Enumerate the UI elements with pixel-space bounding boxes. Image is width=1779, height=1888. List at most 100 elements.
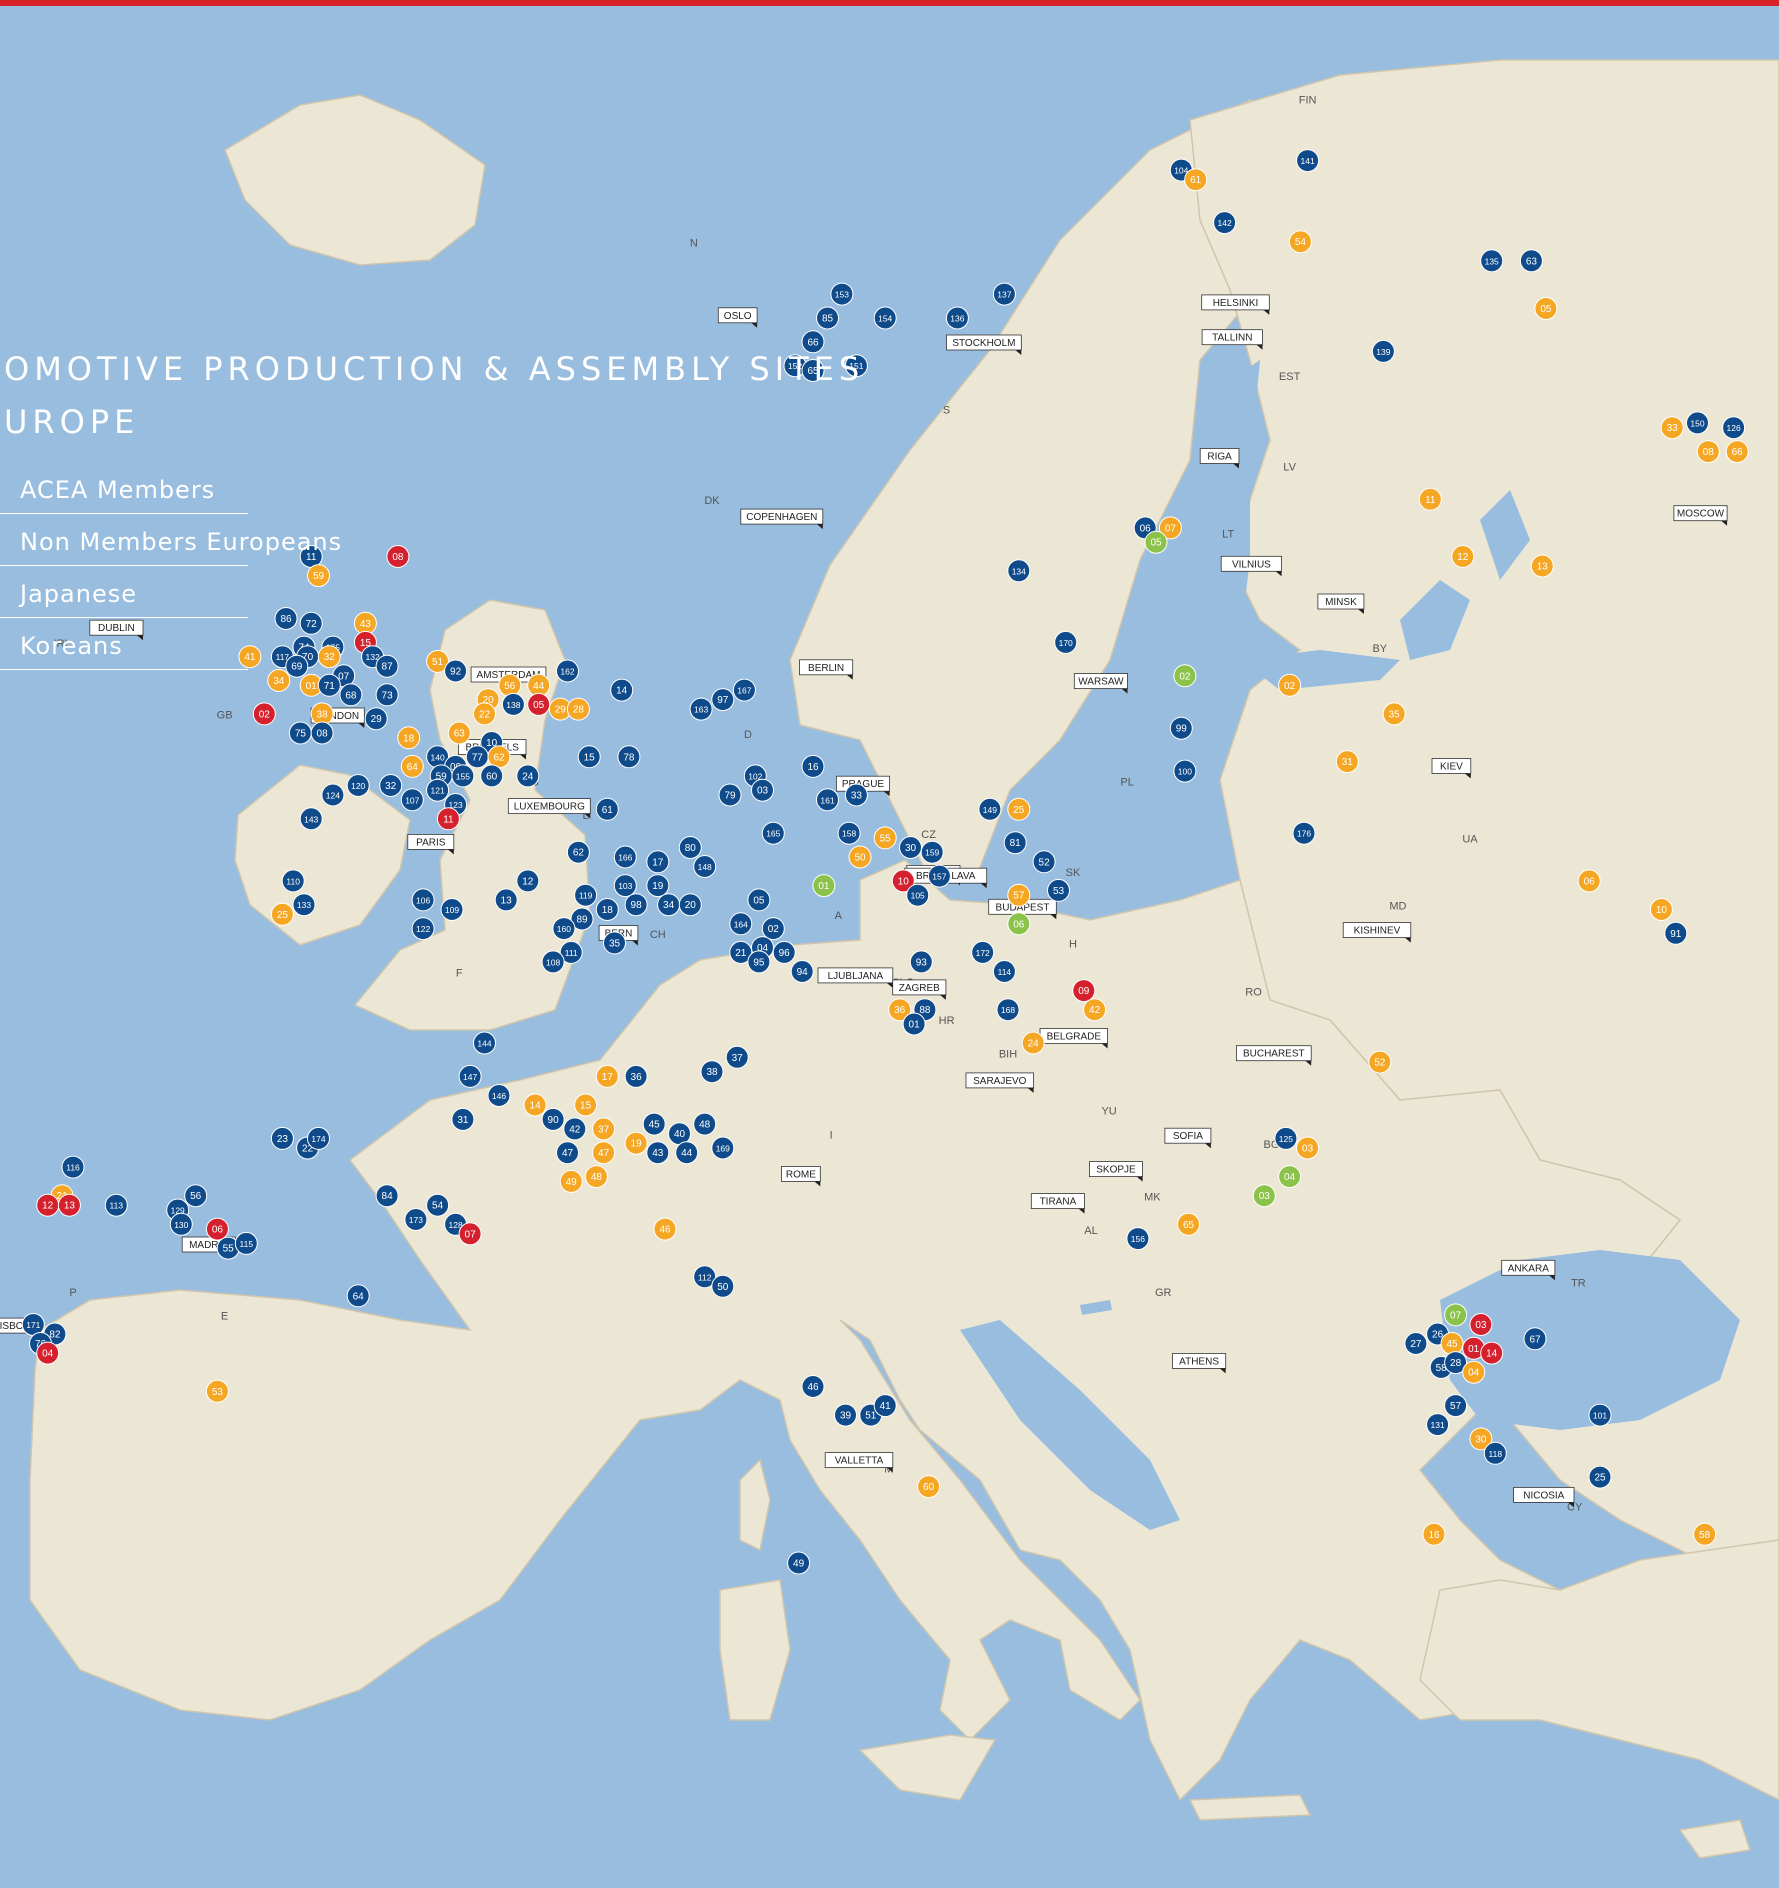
site-marker-non-member[interactable]: 57 [1007,883,1031,907]
site-marker-non-member[interactable]: 63 [447,721,471,745]
site-marker-japanese[interactable]: 12 [36,1193,60,1217]
site-marker-acea[interactable]: 72 [299,611,323,635]
site-marker-acea[interactable]: 11 [299,545,323,568]
site-marker-non-member[interactable]: 37 [592,1117,616,1141]
site-marker-acea[interactable]: 17 [646,850,670,874]
site-marker-acea[interactable]: 105 [906,883,930,907]
site-marker-acea[interactable]: 101 [1588,1403,1612,1427]
site-marker-acea[interactable]: 158 [837,821,861,845]
site-marker-non-member[interactable]: 51 [426,649,450,673]
site-marker-acea[interactable]: 45 [642,1112,666,1136]
site-marker-non-member[interactable]: 30 [1469,1427,1493,1451]
site-marker-non-member[interactable]: 14 [523,1093,547,1117]
site-marker-acea[interactable]: 115 [234,1231,258,1255]
site-marker-japanese[interactable]: 06 [205,1217,229,1241]
site-marker-acea[interactable]: 48 [693,1112,717,1136]
site-marker-acea[interactable]: 110 [281,869,305,893]
site-marker-acea[interactable]: 34 [657,893,681,917]
site-marker-non-member[interactable]: 65 [1177,1212,1200,1236]
site-marker-non-member[interactable]: 04 [1462,1360,1486,1384]
site-marker-acea[interactable]: 170 [1054,630,1078,654]
site-marker-non-member[interactable]: 03 [1296,1136,1320,1160]
site-marker-acea[interactable]: 63 [1519,249,1543,273]
site-marker-acea[interactable]: 71 [317,673,341,697]
site-marker-non-member[interactable]: 10 [1649,898,1673,921]
site-marker-acea[interactable]: 53 [1047,878,1070,902]
site-marker-non-member[interactable]: 61 [1184,168,1208,192]
site-marker-acea[interactable]: 30 [899,836,922,859]
site-marker-acea[interactable]: 134 [1007,559,1031,583]
site-marker-acea[interactable]: 139 [1371,339,1395,363]
site-marker-acea[interactable]: 165 [761,821,785,845]
site-marker-acea[interactable]: 13 [494,888,518,912]
site-marker-acea[interactable]: 14 [610,678,634,702]
site-marker-acea[interactable]: 77 [465,745,489,769]
site-marker-acea[interactable]: 62 [566,840,590,864]
site-marker-non-member[interactable]: 56 [498,673,522,697]
site-marker-acea[interactable]: 137 [992,282,1016,306]
legend-item-koreans[interactable]: Koreans [0,618,248,670]
site-marker-non-member[interactable]: 52 [1368,1050,1392,1074]
site-marker-acea[interactable]: 107 [400,788,424,812]
site-marker-acea[interactable]: 119 [574,883,598,907]
site-marker-acea[interactable]: 24 [516,764,540,788]
site-marker-acea[interactable]: 151 [844,354,868,378]
site-marker-acea[interactable]: 03 [751,778,774,802]
site-marker-acea[interactable]: 114 [992,960,1016,983]
site-marker-acea[interactable]: 16 [801,754,825,778]
site-marker-acea[interactable]: 19 [646,874,670,898]
site-marker-acea[interactable]: 38 [700,1060,724,1084]
site-marker-acea[interactable]: 159 [920,840,944,864]
site-marker-acea[interactable]: 109 [440,898,464,921]
site-marker-korean[interactable]: 07 [1444,1303,1468,1327]
site-marker-non-member[interactable]: 62 [487,745,511,769]
site-marker-acea[interactable]: 96 [772,940,796,964]
site-marker-acea[interactable]: 75 [288,721,312,745]
site-marker-acea[interactable]: 121 [426,778,450,802]
site-marker-non-member[interactable]: 17 [595,1064,619,1088]
site-marker-acea[interactable]: 163 [689,697,713,721]
site-marker-acea[interactable]: 133 [292,893,316,917]
site-marker-non-member[interactable]: 60 [917,1475,941,1499]
site-marker-acea[interactable]: 31 [451,1107,475,1131]
site-marker-acea[interactable]: 02 [761,917,785,941]
site-marker-acea[interactable]: 169 [711,1136,735,1160]
site-marker-acea[interactable]: 149 [978,797,1002,821]
site-marker-non-member[interactable]: 13 [1530,554,1554,578]
site-marker-acea[interactable]: 150 [1686,411,1709,435]
site-marker-acea[interactable]: 39 [834,1403,857,1427]
site-marker-acea[interactable]: 80 [678,836,702,859]
site-marker-acea[interactable]: 50 [711,1274,735,1298]
legend-item-acea[interactable]: ACEA Members [0,462,248,514]
site-marker-japanese[interactable]: 13 [57,1193,81,1217]
site-marker-non-member[interactable]: 01 [299,673,323,697]
site-marker-acea[interactable]: 54 [426,1193,450,1217]
site-marker-acea[interactable]: 60 [480,764,504,788]
site-marker-acea[interactable]: 124 [321,783,345,807]
site-marker-acea[interactable]: 141 [1296,149,1320,173]
site-marker-non-member[interactable]: 25 [1007,797,1031,821]
site-marker-acea[interactable]: 126 [1722,416,1746,440]
site-marker-acea[interactable]: 162 [556,659,579,683]
site-marker-non-member[interactable]: 22 [473,702,496,726]
site-marker-non-member[interactable]: 15 [574,1093,598,1117]
site-marker-acea[interactable]: 99 [1169,716,1193,740]
site-marker-acea[interactable]: 29 [364,707,388,731]
site-marker-korean[interactable]: 03 [1252,1184,1276,1208]
site-marker-acea[interactable]: 37 [725,1045,749,1069]
site-marker-non-member[interactable]: 08 [1696,440,1720,464]
site-marker-korean[interactable]: 01 [812,874,836,898]
site-marker-non-member[interactable]: 50 [848,845,872,869]
legend-item-japanese[interactable]: Japanese [0,566,248,618]
site-marker-non-member[interactable]: 33 [1660,416,1684,440]
site-marker-non-member[interactable]: 53 [205,1379,229,1403]
site-marker-acea[interactable]: 168 [996,998,1020,1022]
site-marker-acea[interactable]: 116 [61,1155,85,1179]
site-marker-acea[interactable]: 20 [678,893,702,917]
site-marker-acea[interactable]: 21 [729,940,753,964]
site-marker-acea[interactable]: 113 [104,1193,128,1217]
site-marker-acea[interactable]: 32 [379,774,403,797]
site-marker-non-member[interactable]: 42 [1083,998,1107,1022]
site-marker-acea[interactable]: 100 [1173,759,1197,783]
site-marker-acea[interactable]: 90 [541,1107,565,1131]
